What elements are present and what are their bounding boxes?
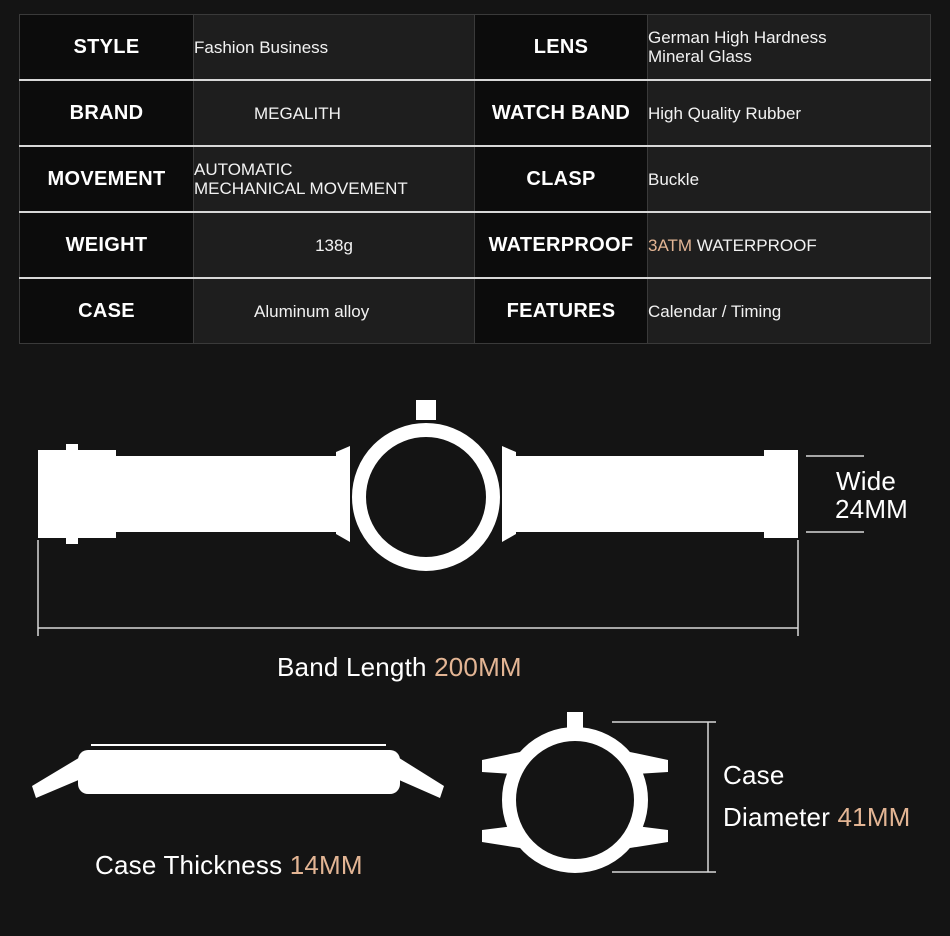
spec-key-clasp: CLASP — [474, 145, 648, 213]
width-dimension-line — [806, 455, 864, 533]
width-value: 24MM — [835, 494, 909, 524]
strap-end — [764, 450, 798, 538]
spec-table: STYLE Fashion Business LENS German High … — [19, 14, 931, 344]
spec-key-movement: MOVEMENT — [19, 145, 194, 213]
case-front-ring — [502, 727, 648, 873]
waterproof-rating: 3ATM — [648, 235, 693, 255]
lug-right-profile — [390, 756, 444, 798]
spec-value-watch-band: High Quality Rubber — [647, 79, 931, 147]
watch-side-profile-illustration — [32, 744, 444, 798]
case-thickness-value: 14MM — [289, 850, 363, 880]
diameter-dimension-line — [612, 721, 716, 873]
buckle-pin — [66, 444, 78, 544]
spec-key-brand: BRAND — [19, 79, 194, 147]
crown — [416, 400, 436, 420]
case-diameter-value: 41MM — [837, 802, 911, 832]
watch-case-front-illustration — [482, 712, 668, 873]
spec-key-features: FEATURES — [474, 277, 648, 344]
band-length-value: 200MM — [434, 652, 522, 682]
spec-value-case: Aluminum alloy — [193, 277, 475, 344]
case-profile — [78, 750, 400, 794]
watch-top-view-illustration — [38, 400, 798, 571]
band-length-dimension-line — [37, 540, 799, 636]
spec-row-case: CASE Aluminum alloy FEATURES Calendar / … — [19, 277, 931, 344]
spec-value-waterproof: 3ATM WATERPROOF — [647, 211, 931, 279]
lug-left-profile — [32, 756, 88, 798]
spec-row-weight: WEIGHT 138g WATERPROOF 3ATM WATERPROOF — [19, 211, 931, 279]
case-ring — [352, 423, 500, 571]
case-diameter-label-line2: Diameter — [723, 802, 838, 832]
spec-row-brand: BRAND MEGALITH WATCH BAND High Quality R… — [19, 79, 931, 147]
spec-key-style: STYLE — [19, 14, 194, 81]
case-lugs-bottom — [482, 826, 668, 848]
spec-row-style: STYLE Fashion Business LENS German High … — [19, 14, 931, 81]
strap-left — [114, 456, 344, 532]
case-crown — [567, 712, 583, 728]
spec-row-movement: MOVEMENT AUTOMATIC MECHANICAL MOVEMENT C… — [19, 145, 931, 213]
case-thickness-label: Case Thickness — [95, 850, 290, 880]
case-lugs-top — [482, 752, 668, 774]
case-thickness-caption: Case Thickness 14MM — [95, 850, 363, 881]
spec-key-weight: WEIGHT — [19, 211, 194, 279]
spec-value-movement: AUTOMATIC MECHANICAL MOVEMENT — [193, 145, 475, 213]
spec-value-clasp: Buckle — [647, 145, 931, 213]
spec-value-lens: German High Hardness Mineral Glass — [647, 14, 931, 81]
spec-key-case: CASE — [19, 277, 194, 344]
spec-value-weight: 138g — [193, 211, 475, 279]
spec-key-waterproof: WATERPROOF — [474, 211, 648, 279]
band-length-caption: Band Length 200MM — [277, 652, 522, 683]
case-diameter-label-line1: Case — [723, 760, 785, 790]
width-label: Wide — [836, 466, 897, 496]
waterproof-suffix: WATERPROOF — [692, 235, 817, 255]
strap-right — [506, 456, 770, 532]
band-length-label: Band Length — [277, 652, 435, 682]
spec-key-watch-band: WATCH BAND — [474, 79, 648, 147]
spec-value-brand: MEGALITH — [193, 79, 475, 147]
case-diameter-caption: Diameter 41MM — [723, 802, 911, 833]
spec-value-features: Calendar / Timing — [647, 277, 931, 344]
